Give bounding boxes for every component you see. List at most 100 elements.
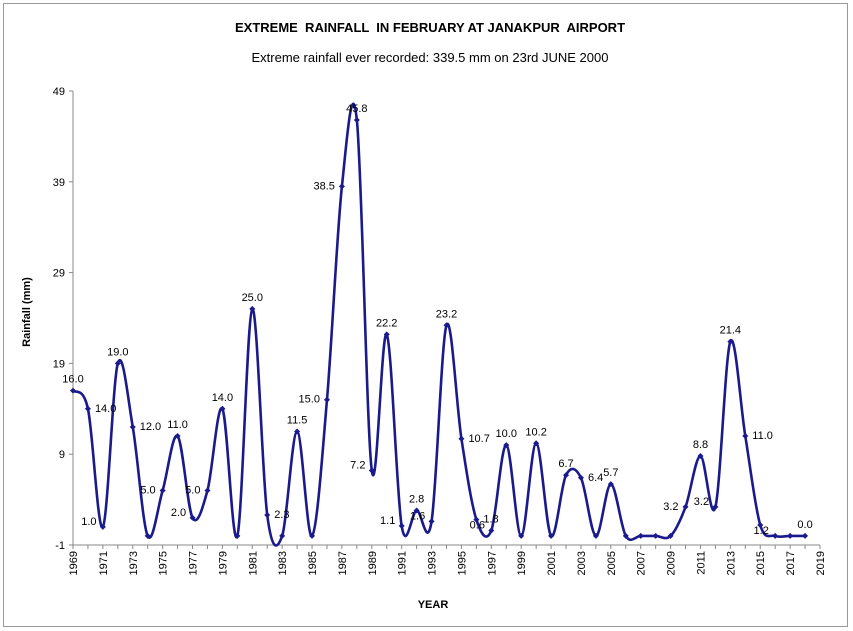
- data-point: [174, 433, 181, 440]
- data-label: 19.0: [107, 346, 128, 358]
- y-tick-label: 29: [53, 268, 65, 280]
- data-label: 22.2: [376, 317, 397, 329]
- data-label: 8.8: [693, 439, 708, 451]
- x-tick-label: 1993: [427, 551, 439, 575]
- data-point: [129, 423, 136, 430]
- y-tick-label: 49: [53, 86, 65, 98]
- data-label: 7.2: [350, 460, 365, 472]
- data-point: [592, 532, 599, 539]
- x-tick-label: 1981: [247, 551, 259, 575]
- data-labels: 16.014.01.019.012.05.011.02.05.014.025.0…: [62, 103, 812, 537]
- data-label: 23.2: [436, 308, 457, 320]
- series-rainfall: [70, 102, 809, 547]
- data-label: 11.5: [287, 415, 308, 427]
- chart-subtitle: Extreme rainfall ever recorded: 339.5 mm…: [252, 50, 609, 65]
- data-point: [577, 474, 584, 481]
- x-tick-label: 1975: [158, 551, 170, 575]
- y-tick-label: 19: [53, 358, 65, 370]
- y-tick-label: 9: [59, 449, 65, 461]
- y-tick-label: 39: [53, 177, 65, 189]
- x-tick-label: 2009: [666, 551, 678, 575]
- data-point: [443, 322, 450, 329]
- x-tick-label: 2013: [725, 551, 737, 575]
- x-tick-label: 2001: [546, 551, 558, 575]
- data-label: 21.4: [720, 325, 741, 337]
- data-point: [398, 522, 405, 529]
- x-tick-label: 2017: [785, 551, 797, 575]
- data-point: [787, 532, 794, 539]
- x-tick-label: 1973: [128, 551, 140, 575]
- data-label: 1.8: [483, 514, 498, 526]
- x-tick-label: 2003: [576, 551, 588, 575]
- data-point: [473, 516, 480, 523]
- data-label: 15.0: [299, 394, 320, 406]
- x-tick-label: 1971: [98, 551, 110, 575]
- data-point: [428, 518, 435, 525]
- data-point: [607, 481, 614, 488]
- data-point: [563, 472, 570, 479]
- data-label: 10.2: [525, 426, 546, 438]
- data-label: 2.3: [274, 509, 289, 521]
- data-point: [458, 435, 465, 442]
- data-label: 10.0: [496, 428, 517, 440]
- x-tick-label: 2015: [755, 551, 767, 575]
- x-tick-label: 2019: [815, 551, 827, 575]
- x-axis-title: YEAR: [418, 599, 449, 611]
- data-label: 45.8: [346, 103, 367, 115]
- data-point: [219, 405, 226, 412]
- data-point: [742, 433, 749, 440]
- x-tick-label: 1999: [516, 551, 528, 575]
- data-point: [99, 523, 106, 530]
- data-label: 14.0: [95, 403, 116, 415]
- data-point: [144, 532, 151, 539]
- data-point: [802, 532, 809, 539]
- x-tick-label: 1995: [456, 551, 468, 575]
- data-label: 12.0: [140, 421, 161, 433]
- data-point: [622, 532, 629, 539]
- x-tick-label: 1989: [367, 551, 379, 575]
- data-point: [338, 183, 345, 190]
- data-label: 6.7: [558, 458, 573, 470]
- data-label: 6.4: [588, 472, 603, 484]
- data-point: [518, 532, 525, 539]
- x-tick-label: 1983: [277, 551, 289, 575]
- data-point: [637, 532, 644, 539]
- data-label: 3.2: [694, 496, 709, 508]
- data-label: 11.0: [167, 419, 188, 431]
- data-point: [368, 467, 375, 474]
- x-tick-label: 1997: [486, 551, 498, 575]
- data-label: 11.0: [752, 430, 773, 442]
- data-label: 16.0: [62, 374, 83, 386]
- data-point: [114, 360, 121, 367]
- data-label: 0.0: [797, 519, 812, 531]
- data-label: 14.0: [212, 392, 233, 404]
- data-point: [682, 503, 689, 510]
- data-point: [294, 428, 301, 435]
- data-point: [309, 532, 316, 539]
- data-label: 5.0: [140, 485, 155, 497]
- series-line: [71, 102, 806, 547]
- data-point: [727, 338, 734, 345]
- data-point: [697, 453, 704, 460]
- data-point: [84, 405, 91, 412]
- data-label: 3.2: [663, 501, 678, 513]
- data-label: 10.7: [468, 433, 489, 445]
- data-point: [712, 503, 719, 510]
- data-point: [488, 527, 495, 534]
- data-label: 2.8: [409, 493, 424, 505]
- data-point: [667, 532, 674, 539]
- data-point: [234, 532, 241, 539]
- data-point: [383, 331, 390, 338]
- y-tick-label: -1: [55, 540, 65, 552]
- data-point: [249, 305, 256, 312]
- data-point: [279, 532, 286, 539]
- data-point: [772, 532, 779, 539]
- data-point: [323, 396, 330, 403]
- data-label: 25.0: [242, 292, 263, 304]
- y-axis-title: Rainfall (mm): [21, 277, 33, 347]
- x-tick-label: 1977: [188, 551, 200, 575]
- x-tick-label: 1969: [68, 551, 80, 575]
- data-label: 1.6: [410, 510, 425, 522]
